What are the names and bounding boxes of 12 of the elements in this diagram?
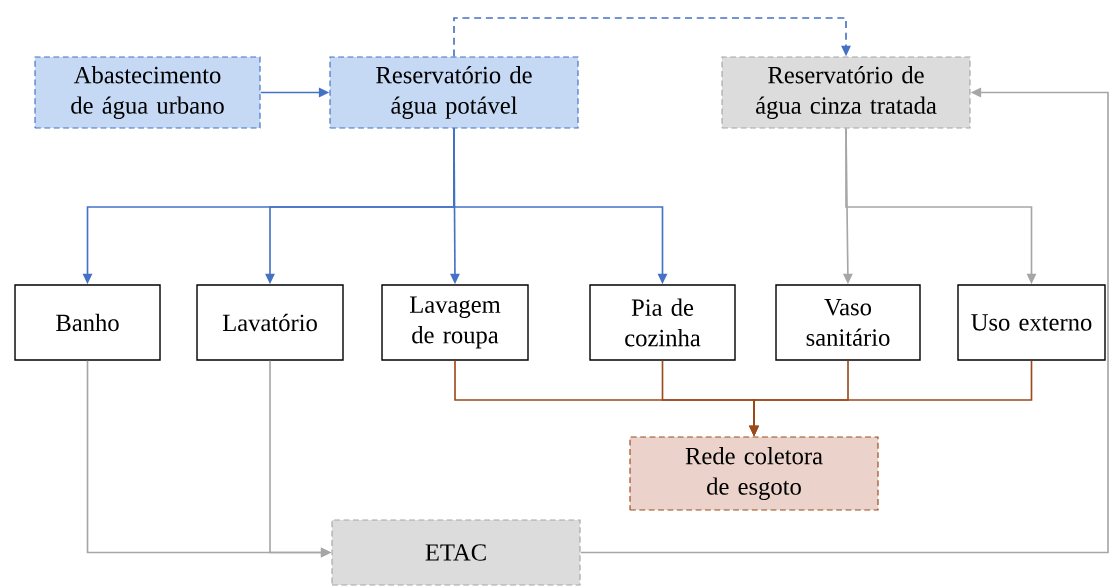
reservoir-box: Reservatório de água potável <box>329 56 579 129</box>
use-box: Banho <box>14 284 161 361</box>
use-box: Vaso sanitário <box>775 284 921 361</box>
use-box: Lavagem de roupa <box>381 284 529 361</box>
supply-box: Abastecimento de água urbano <box>34 56 261 129</box>
use-box: Lavatório <box>196 284 344 361</box>
arrow <box>453 17 851 58</box>
reservoir-box: Reservatório de água cinza tratada <box>721 56 971 129</box>
use-box: Uso externo <box>957 284 1106 361</box>
treatment-box: ETAC <box>331 519 581 586</box>
use-box: Pia de cozinha <box>589 284 736 361</box>
sewer-box: Rede coletora de esgoto <box>629 436 879 511</box>
